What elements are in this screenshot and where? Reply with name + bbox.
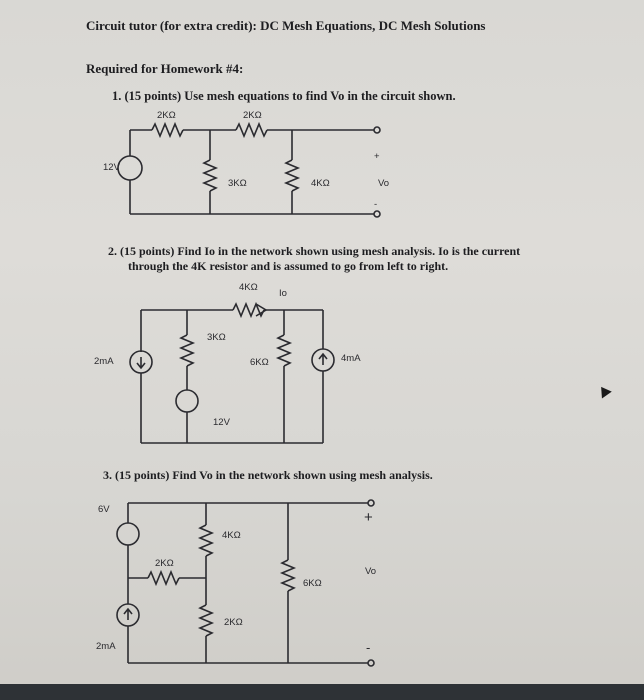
- c1-r1-label: 2KΩ: [157, 110, 176, 121]
- c2-rright-label: 6KΩ: [250, 357, 269, 368]
- c1-r4-label: 4KΩ: [311, 178, 330, 189]
- c3-rright-label: 6KΩ: [303, 578, 322, 589]
- c1-r2-label: 2KΩ: [243, 110, 262, 121]
- circuit-1: [117, 121, 381, 218]
- c2-srcleft-label: 2mA: [94, 356, 114, 367]
- page-title: Circuit tutor (for extra credit): DC Mes…: [86, 18, 486, 33]
- question-1-text: 1. (15 points) Use mesh equations to fin…: [112, 89, 456, 103]
- c3-minus-label: -: [366, 640, 371, 655]
- c2-rtop-label: 4KΩ: [239, 282, 258, 293]
- c3-vsrc-label: 6V: [98, 504, 110, 515]
- c2-rmid-label: 3KΩ: [207, 332, 226, 343]
- question-2-text-line1: 2. (15 points) Find Io in the network sh…: [108, 244, 521, 258]
- c1-minus-label: -: [374, 199, 378, 210]
- c2-vsrc-label: 12V: [213, 417, 230, 428]
- c3-plus-label: +: [364, 509, 373, 526]
- c3-rvert1-label: 4KΩ: [222, 530, 241, 541]
- c2-srcright-label: 4mA: [341, 353, 361, 364]
- c2-current-label: Io: [279, 288, 287, 299]
- c3-isrc-label: 2mA: [96, 641, 116, 652]
- c1-r3-label: 3KΩ: [228, 178, 247, 189]
- c1-output-label: Vo: [378, 178, 390, 189]
- c3-output-label: Vo: [365, 566, 377, 577]
- c3-rvert2-label: 2KΩ: [224, 617, 243, 628]
- question-3-text: 3. (15 points) Find Vo in the network sh…: [103, 468, 433, 482]
- question-2-text-line2: through the 4K resistor and is assumed t…: [128, 259, 449, 273]
- c1-plus-label: +: [374, 151, 380, 162]
- bottom-shadow: [0, 684, 644, 700]
- circuit-3: [116, 499, 375, 667]
- page-subtitle: Required for Homework #4:: [86, 61, 244, 76]
- circuit-2: [129, 301, 335, 444]
- c3-rhoriz-label: 2KΩ: [155, 558, 174, 569]
- c1-source-label: 12V: [103, 162, 120, 173]
